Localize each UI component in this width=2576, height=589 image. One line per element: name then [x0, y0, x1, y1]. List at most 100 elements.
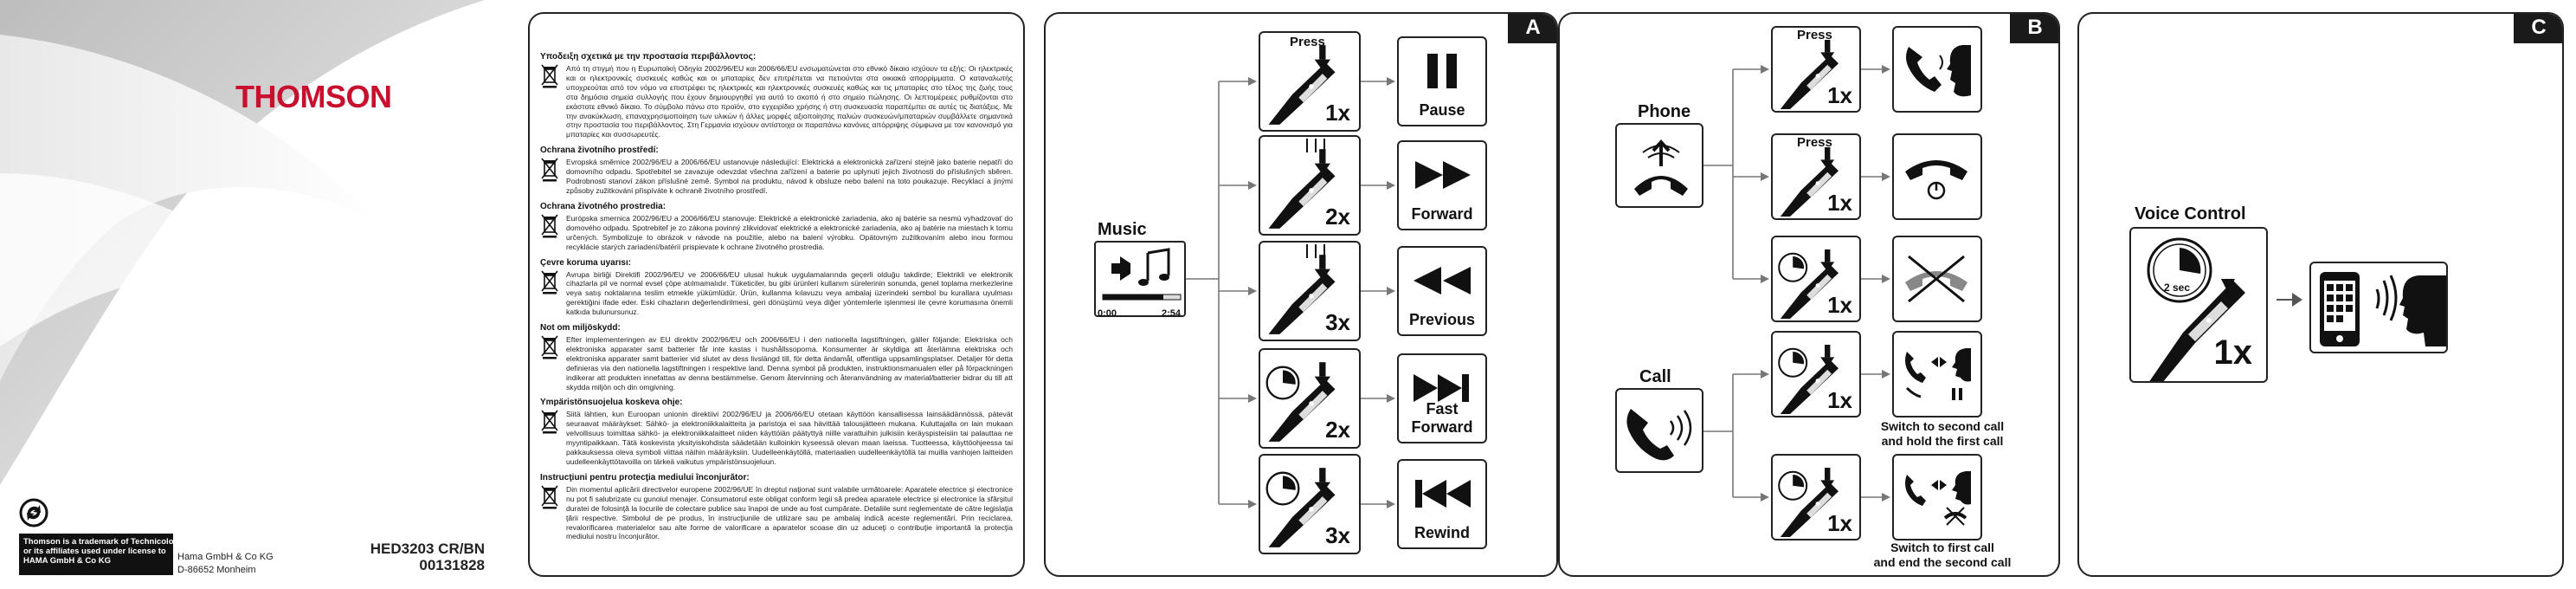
time-start: 0:00 [1098, 308, 1117, 319]
company-name: Hama GmbH & Co KG [177, 552, 274, 562]
arrow-head [1882, 65, 1890, 74]
phone-source-box [1615, 123, 1703, 208]
arrow-head [1387, 181, 1395, 190]
action-forward-box: Forward [1397, 140, 1487, 230]
disposal-entry-title: Ochrana životního prostředí: [540, 146, 659, 156]
article-number: 00131828 [419, 557, 485, 573]
action-fast-forward-box: Fast Forward [1397, 353, 1487, 443]
crossed-bin-icon [541, 485, 558, 509]
disposal-entry-title: Υποδειξη σχετικά με την προστασία περιβά… [540, 52, 757, 61]
press-count: 1x [1827, 190, 1852, 216]
multiplier: 1x [2213, 333, 2253, 372]
call-result-box [1892, 133, 1982, 220]
call-result-box [1892, 236, 1982, 322]
press-indicator-icon [1306, 244, 1325, 258]
arrow-head [1248, 77, 1257, 86]
action-label: Previous [1408, 311, 1476, 328]
trademark-line: HAMA GmbH & Co KG [23, 556, 111, 566]
note-switch-end: Switch to first call and end the second … [1856, 540, 2029, 570]
cover-panel: THOMSON Thomson is a trademark of Techni… [0, 0, 519, 589]
disposal-entry-row: Európska smernica 2002/96/EU a 2006/66/E… [540, 214, 1013, 252]
disposal-entry-title: Ochrana životného prostredia: [540, 201, 667, 211]
disposal-notice-panel: Υποδειξη σχετικά με την προστασία περιβά… [528, 12, 1025, 577]
long-press-remote-icon [1778, 468, 1839, 537]
disposal-entry-title: Çevre koruma uyarısı: [540, 257, 632, 268]
press-label: Press [1797, 135, 1832, 150]
press-count: 3x [1325, 522, 1350, 548]
panel-c-voice-control: C Voice Control 2 sec 1x [2077, 12, 2564, 577]
press-count: 2x [1325, 204, 1350, 230]
fast-forward-icon [1414, 374, 1469, 402]
action-label: Pause [1419, 101, 1465, 119]
disposal-entry: Ympäristönsuojelua koskeva ohje: Siitä l… [540, 398, 1013, 466]
music-source-box [1094, 241, 1186, 317]
recycle-icon [19, 498, 48, 528]
long-press-remote-icon [1265, 468, 1336, 547]
disposal-entry-text: Evropská směrnice 2002/96/EU a 2006/66/E… [566, 158, 1013, 195]
disposal-entry-text: Avrupa birliği Direktifi 2002/96/EU ve 2… [566, 269, 1013, 317]
remote-button-icon [1780, 147, 1839, 217]
disposal-entry: Instrucţiuni pentru protecţia mediului î… [540, 473, 1013, 541]
disposal-entry: Çevre koruma uyarısı: Avrupa birliği Dir… [540, 258, 1013, 318]
arrow-head [1248, 500, 1257, 508]
voice-assistant-box [2309, 262, 2448, 353]
arrow-head [1248, 181, 1257, 190]
action-label: Rewind [1414, 524, 1470, 541]
press-count: 3x [1325, 309, 1350, 335]
panel-a-connectors [1186, 77, 1395, 508]
panel-tag-a: A [1508, 14, 1556, 43]
panel-tag-b: B [2010, 14, 2058, 43]
disposal-entry-text: Európska smernica 2002/96/EU a 2006/66/E… [566, 213, 1013, 251]
panel-b-connectors [1703, 65, 1890, 502]
action-label: Fast Forward [1411, 400, 1473, 436]
brand-logo: THOMSON [235, 79, 392, 114]
remote-action-box: 2x [1259, 135, 1361, 236]
disposal-entry-text: Siitä lähtien, kun Euroopan unionin dire… [566, 410, 1013, 466]
crossed-bin-icon [541, 410, 558, 434]
music-note-icon [1102, 248, 1182, 301]
arrow-head [1882, 493, 1890, 502]
action-previous-box: Previous [1397, 246, 1487, 336]
music-label: Music [1098, 220, 1147, 239]
long-press-remote-icon [1778, 249, 1839, 319]
arrow-head [1882, 275, 1890, 283]
arrow-head [1761, 275, 1769, 283]
crossed-bin-icon [541, 270, 558, 294]
press-indicator-icon [1306, 139, 1325, 152]
crossed-bin-icon [541, 158, 558, 182]
arrow-head [1248, 287, 1257, 295]
remote-button-icon [1268, 149, 1336, 229]
disposal-entry: Υποδειξη σχετικά με την προστασία περιβά… [540, 52, 1013, 139]
smartphone-voice-icon [2320, 272, 2446, 346]
crossed-bin-icon [541, 64, 558, 88]
call-result-box [1892, 454, 1982, 540]
crossed-bin-icon [541, 214, 558, 238]
trademark-notice: Thomson is a trademark of Technicolor or… [19, 534, 177, 575]
arrow-head [1387, 77, 1395, 86]
note-line: and hold the first call [1881, 434, 2004, 448]
call-result-box [1892, 331, 1982, 417]
panel-b-call-controls: B Phone Call Switch to second call and h… [1558, 12, 2060, 577]
press-count: 1x [1827, 387, 1852, 413]
action-rewind-box: Rewind [1397, 459, 1487, 549]
press-count: 1x [1827, 292, 1852, 318]
press-count: 1x [1827, 510, 1852, 536]
remote-button-icon [1268, 255, 1336, 334]
disposal-entry-title: Instrucţiuni pentru protecţia mediului î… [540, 472, 750, 482]
remote-button-icon [1780, 40, 1839, 109]
switch-hold-icon [1905, 348, 1971, 400]
disposal-entry: Ochrana životního prostředí: Evropská sm… [540, 146, 1013, 196]
remote-button-icon [1268, 45, 1336, 125]
note-switch-hold: Switch to second call and hold the first… [1856, 419, 2029, 449]
hang-up-icon [1905, 160, 1967, 200]
arrow-head [1761, 65, 1769, 74]
crossed-bin-icon [541, 335, 558, 359]
remote-action-box: 1x [1771, 331, 1861, 417]
arrow-head [1761, 172, 1769, 181]
disposal-entry-text: Din momentul aplicării directivelor euro… [566, 484, 1013, 541]
voice-press-box: 2 sec 1x [2129, 227, 2268, 383]
long-press-remote-icon [1778, 345, 1839, 414]
disposal-entry-row: Από τη στιγμή που η Ευρωπαϊκή Οδηγία 200… [540, 64, 1013, 139]
